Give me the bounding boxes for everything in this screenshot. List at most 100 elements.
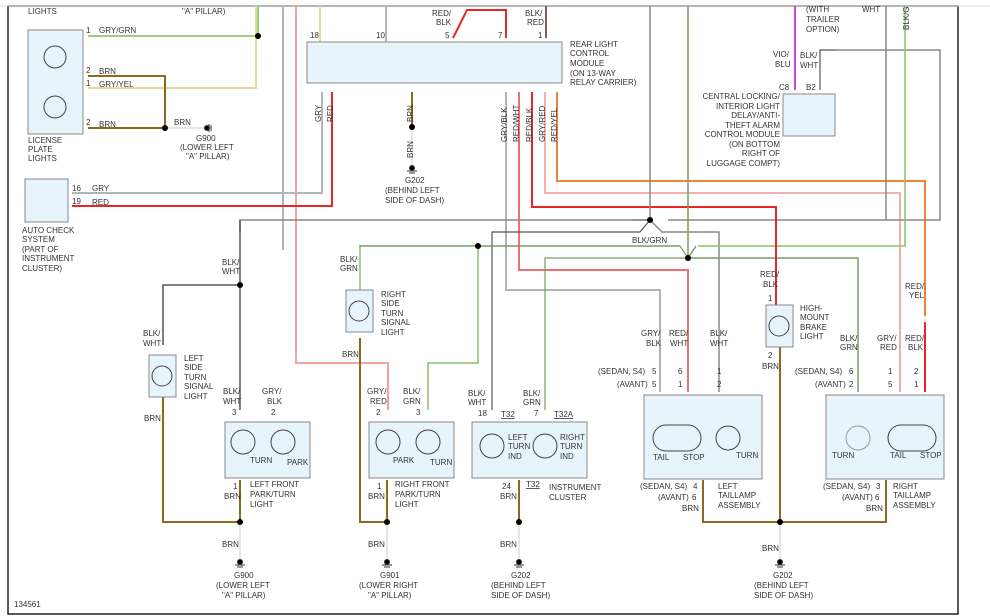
wire-label-brn: BRN (368, 492, 385, 501)
ground-g202-loc2: SIDE OF DASH) (385, 196, 444, 205)
bulb-icon (270, 429, 296, 455)
wire-label-blk-grn: BLK/ (523, 389, 541, 398)
wire-label-brn: BRN (682, 504, 699, 513)
bulb-icon (415, 429, 441, 455)
wire-label-gry-blk: GRY/ (641, 329, 661, 338)
wire-label-brn: BRN (99, 67, 116, 76)
high-mount-label: MOUNT (800, 313, 829, 322)
wire-blk-wht-bus (239, 219, 632, 232)
high-mount-box (765, 304, 794, 348)
pin-label: 1 (233, 482, 238, 491)
wire-label-module-bottom: GRY/BLK (500, 107, 509, 142)
pin-label: 6 (849, 367, 854, 376)
splice-dot (409, 124, 415, 130)
wire-label-blk-g: BLK/G (902, 6, 911, 30)
bulb-icon (887, 424, 937, 452)
cl-label: THEFT ALARM (725, 121, 780, 130)
ground-icon (204, 124, 212, 132)
cl-label: CENTRAL LOCKING/ (703, 92, 781, 101)
bulb-icon (532, 433, 558, 459)
ground-icon (775, 559, 785, 568)
wire-label-blk-grn: BLK/ (340, 255, 358, 264)
cl-label: DELAY/ANTI- (731, 111, 780, 120)
ic-right-label: IND (560, 452, 574, 461)
wire-label-blk-wht: WHT (710, 339, 728, 348)
license-label-1: LICENSE (28, 136, 62, 145)
left-taillamp-box (643, 394, 763, 480)
wire-label-brn: BRN (224, 492, 241, 501)
ic-right-label: TURN (560, 442, 582, 451)
bulb-icon (479, 433, 505, 459)
splice-dot (647, 217, 653, 223)
wire-label-gry-red: GRY/ (367, 387, 387, 396)
module-label: RELAY CARRIER) (570, 78, 637, 87)
wire-red-yel-4 (556, 92, 926, 316)
trailer-label: (WITH (806, 5, 829, 14)
pin-label: 3 (876, 482, 881, 491)
right-side-turn-label: TURN (381, 309, 403, 318)
right-taillamp-label: ASSEMBLY (893, 501, 936, 510)
bulb-label: TURN (832, 451, 854, 460)
pin-label: 2 (376, 408, 381, 417)
module-label: MODULE (570, 59, 604, 68)
wire-label-brn: BRN (174, 118, 191, 127)
high-mount-label: BRAKE (800, 323, 827, 332)
wire-label-gry-red: RED (370, 397, 387, 406)
wire-label-blk-grn: BLK/ (840, 334, 858, 343)
pin-label: 18 (478, 409, 487, 418)
wire-label-gry-red: RED (880, 343, 897, 352)
wire-brn-left-tail (702, 480, 780, 523)
pin-label: 6 (692, 493, 697, 502)
pin-label: 4 (693, 482, 698, 491)
wire-label-brn: BRN (342, 350, 359, 359)
variant-sedan: (SEDAN, S4) (598, 367, 645, 376)
right-side-turn-label: SIGNAL (381, 318, 411, 327)
wire-blk-wht-left-side (162, 284, 240, 345)
ground-g202-id: G202 (405, 176, 425, 185)
bulb-label: TURN (430, 458, 452, 467)
splice-dot (384, 519, 390, 525)
pin-label: 2 (914, 367, 919, 376)
pin-label: C8 (779, 83, 790, 92)
ic-right-label: RIGHT (560, 433, 585, 442)
wire-label-gry: GRY (92, 184, 110, 193)
wire-blk-wht-bus-right (668, 49, 941, 221)
bulb-icon (230, 429, 256, 455)
pin-label: 6 (875, 493, 880, 502)
wire-label-blk-wht: WHT (223, 397, 241, 406)
auto-check-label: SYSTEM (22, 235, 55, 244)
high-mount-label: LIGHT (800, 332, 824, 341)
wire-label-red-blk: BLK (436, 18, 452, 27)
wire-brn-license-1 (88, 75, 166, 128)
splice-dot (685, 255, 691, 261)
wire-label-vio-blu: BLU (775, 60, 791, 69)
wire-label-gry-blk: GRY/ (262, 387, 282, 396)
left-front-label: LIGHT (250, 500, 274, 509)
wire-label-brn: BRN (500, 492, 517, 501)
wire-label-blk-wht: BLK/ (143, 329, 161, 338)
splices (162, 33, 783, 525)
pin-label: 7 (498, 31, 503, 40)
wire-label-vio-blu: VIO/ (773, 50, 790, 59)
left-front-light-box (224, 421, 311, 479)
pin-label: 5 (445, 31, 450, 40)
auto-check-label: CLUSTER) (22, 264, 62, 273)
auto-check-label: (PART OF (22, 245, 59, 254)
ground-g202-id: G202 (511, 571, 531, 580)
bulb-label: PARK (393, 456, 415, 465)
bulbs (43, 45, 937, 459)
connector-t32: T32 (526, 480, 540, 489)
wire-label-blk-red: RED (527, 18, 544, 27)
wire-label-gry-grn: GRY/GRN (99, 26, 136, 35)
left-side-turn-label: SIDE (184, 363, 203, 372)
ground-symbols (204, 124, 785, 568)
right-front-label: PARK/TURN (395, 490, 441, 499)
wire-red-blk-5 (452, 9, 507, 39)
bulb-label: STOP (683, 453, 705, 462)
bulb-icon (375, 429, 401, 455)
wire-label-brn: BRN (866, 504, 883, 513)
bulb-icon (768, 315, 790, 337)
wire-brn-left-side (162, 392, 240, 523)
left-side-turn-label: LIGHT (184, 392, 208, 401)
variant-avant: (AVANT) (617, 380, 648, 389)
